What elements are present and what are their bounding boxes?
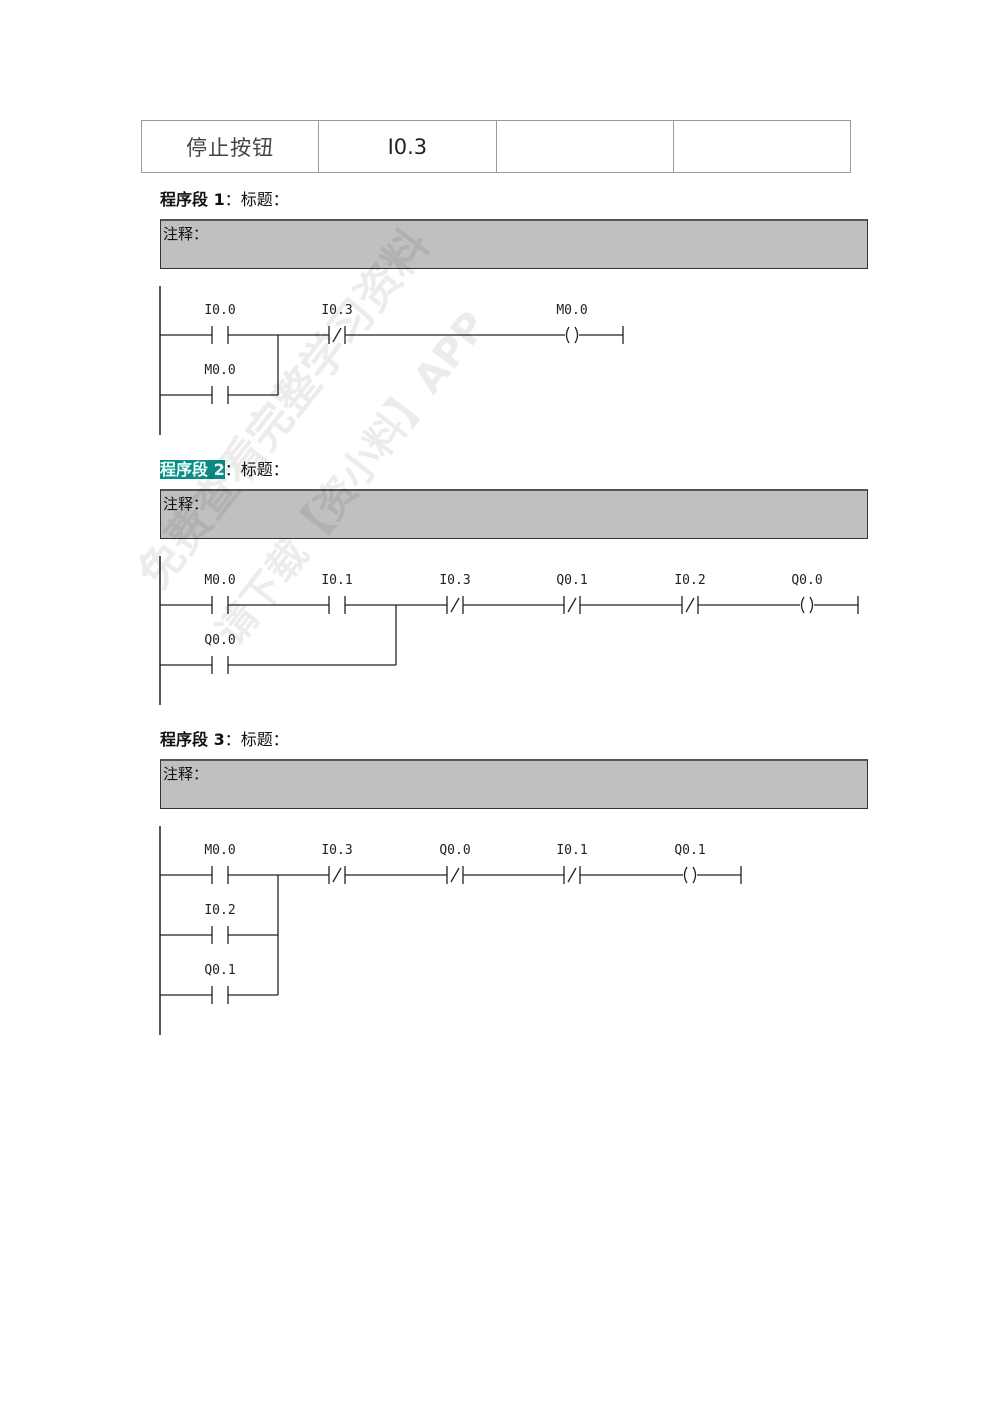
- contact-label: M0.0: [204, 843, 235, 858]
- coil-label: Q0.1: [674, 843, 705, 858]
- contact-label: I0.0: [204, 303, 235, 318]
- coil-label: Q0.0: [791, 573, 822, 588]
- segment-number: 3: [208, 730, 225, 749]
- coil-left: [565, 326, 570, 344]
- contact-slash: [567, 597, 577, 613]
- comment-box[interactable]: 注释：: [160, 489, 868, 539]
- contact-label: I0.3: [439, 573, 470, 588]
- contact-label: Q0.1: [204, 963, 235, 978]
- segment-title-label: ：标题：: [224, 460, 289, 479]
- contact-label: Q0.0: [439, 843, 470, 858]
- comment-label: 注释：: [163, 495, 209, 513]
- segment-number: 2: [208, 460, 225, 479]
- contact-label: I0.1: [321, 573, 352, 588]
- segment-prefix: 程序段: [160, 730, 209, 749]
- contact-label: M0.0: [204, 573, 235, 588]
- segment-prefix: 程序段: [160, 190, 209, 209]
- segment-heading: 程序段 3：标题：: [160, 726, 289, 750]
- contact-label: I0.2: [674, 573, 705, 588]
- comment-label: 注释：: [163, 765, 209, 783]
- contact-slash: [567, 867, 577, 883]
- contact-slash: [685, 597, 695, 613]
- contact-label: I0.3: [321, 843, 352, 858]
- contact-slash: [450, 867, 460, 883]
- coil-left: [800, 596, 805, 614]
- io-table: 停止按钮 I0.3: [140, 120, 852, 173]
- comment-box[interactable]: 注释：: [160, 219, 868, 269]
- table-row: 停止按钮 I0.3: [140, 120, 852, 173]
- table-cell: I0.3: [318, 120, 497, 173]
- table-cell: 停止按钮: [140, 120, 320, 173]
- comment-box[interactable]: 注释：: [160, 759, 868, 809]
- segment-number: 1: [208, 190, 225, 209]
- contact-label: Q0.0: [204, 633, 235, 648]
- coil-right: [574, 326, 579, 344]
- contact-label: I0.3: [321, 303, 352, 318]
- table-cell: [495, 120, 674, 173]
- segment-title-label: ：标题：: [224, 190, 289, 209]
- segment-heading: 程序段 1：标题：: [160, 186, 289, 210]
- comment-label: 注释：: [163, 225, 209, 243]
- coil-left: [683, 866, 688, 884]
- coil-right: [809, 596, 814, 614]
- coil-label: M0.0: [556, 303, 587, 318]
- contact-slash: [450, 597, 460, 613]
- coil-right: [692, 866, 697, 884]
- segment-title-label: ：标题：: [224, 730, 289, 749]
- segment-prefix: 程序段: [160, 460, 209, 479]
- table-cell: [672, 120, 852, 173]
- contact-slash: [332, 867, 342, 883]
- segment-number-text: 3: [213, 730, 225, 749]
- contact-label: I0.1: [556, 843, 587, 858]
- segment-number-text: 2: [213, 460, 225, 479]
- contact-label: M0.0: [204, 363, 235, 378]
- contact-label: I0.2: [204, 903, 235, 918]
- segment-number-text: 1: [213, 190, 225, 209]
- contact-slash: [332, 327, 342, 343]
- contact-label: Q0.1: [556, 573, 587, 588]
- segment-heading: 程序段 2：标题：: [160, 456, 289, 480]
